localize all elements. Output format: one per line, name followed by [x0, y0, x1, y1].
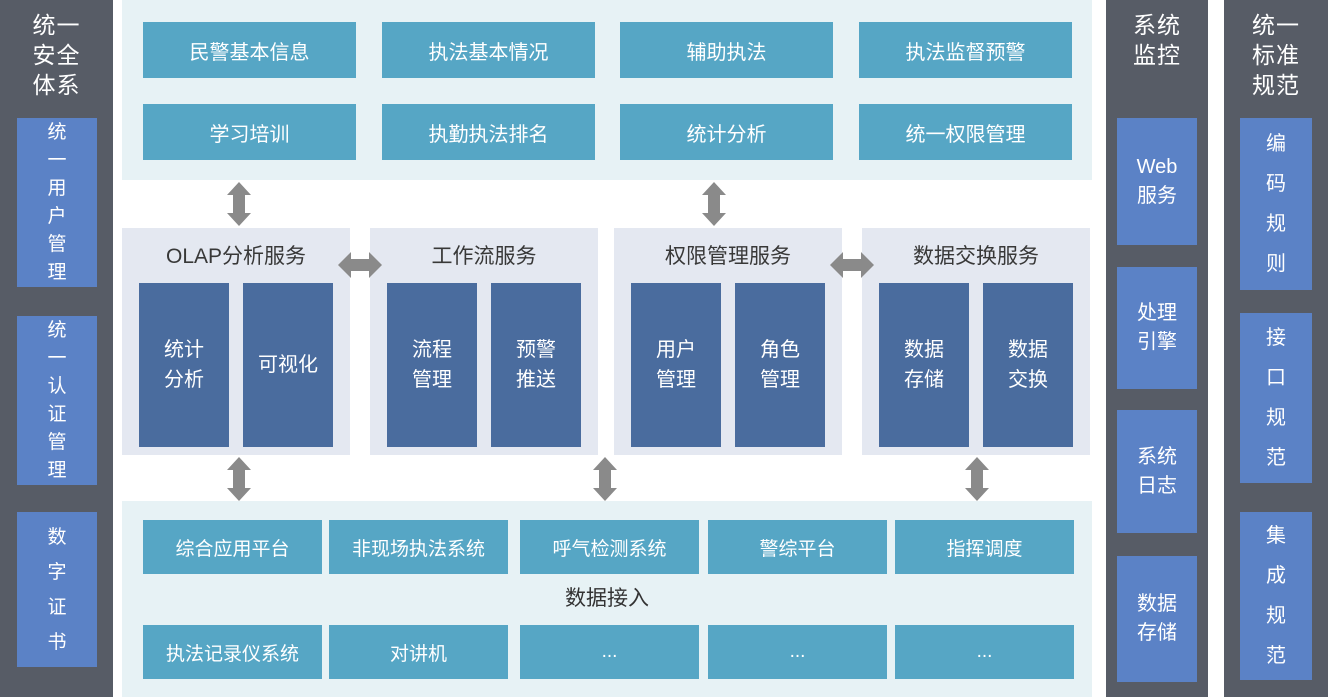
- service-box-statistics: 统计 分析: [139, 283, 229, 447]
- monitor-item-system-log: 系统 日志: [1117, 410, 1197, 533]
- security-sidebar-title: 统一 安全 体系: [32, 12, 81, 98]
- service-panel-workflow: 工作流服务 流程 管理 预警 推送: [370, 228, 598, 455]
- standards-item-interface-spec: 接 口 规 范: [1240, 313, 1312, 483]
- monitor-sidebar: 系统 监控 Web 服务 处理 引擎 系统 日志 数据 存储: [1106, 0, 1208, 697]
- service-box-data-exchange: 数据 交换: [983, 283, 1073, 447]
- service-panel-title: 权限管理服务: [665, 245, 791, 268]
- service-box-visualization: 可视化: [243, 283, 333, 447]
- app-button-learning-training: 学习培训: [143, 104, 356, 160]
- device-button-body-camera: 执法记录仪系统: [143, 625, 322, 679]
- app-button-police-basic-info: 民警基本信息: [143, 22, 356, 78]
- vertical-double-arrow-icon: [593, 457, 617, 501]
- access-button-police-platform: 警综平台: [708, 520, 887, 574]
- service-panel-title: OLAP分析服务: [165, 245, 307, 268]
- service-box-warning-push: 预警 推送: [491, 283, 581, 447]
- device-button-more: ...: [520, 625, 699, 679]
- device-button-more: ...: [708, 625, 887, 679]
- service-box-process-mgmt: 流程 管理: [387, 283, 477, 447]
- app-button-statistics: 统计分析: [620, 104, 833, 160]
- service-panel-data-exchange: 数据交换服务 数据 存储 数据 交换: [862, 228, 1090, 455]
- vertical-double-arrow-icon: [965, 457, 989, 501]
- monitor-item-process-engine: 处理 引擎: [1117, 267, 1197, 389]
- monitor-item-data-storage: 数据 存储: [1117, 556, 1197, 682]
- app-button-enforcement-basic: 执法基本情况: [382, 22, 595, 78]
- app-button-assist-enforcement: 辅助执法: [620, 22, 833, 78]
- app-button-duty-ranking: 执勤执法排名: [382, 104, 595, 160]
- standards-sidebar: 统一 标准 规范 编 码 规 则 接 口 规 范 集 成 规 范: [1224, 0, 1328, 697]
- device-button-intercom: 对讲机: [329, 625, 508, 679]
- vertical-double-arrow-icon: [702, 182, 726, 226]
- access-button-offsite-enforcement: 非现场执法系统: [329, 520, 508, 574]
- service-panel-permission: 权限管理服务 用户 管理 角色 管理: [614, 228, 842, 455]
- monitor-sidebar-title: 系统 监控: [1133, 12, 1181, 68]
- access-button-integrated-platform: 综合应用平台: [143, 520, 322, 574]
- horizontal-double-arrow-icon: [338, 252, 382, 278]
- monitor-item-web-service: Web 服务: [1117, 118, 1197, 245]
- data-access-label: 数据接入: [565, 587, 649, 610]
- application-layer: 民警基本信息 执法基本情况 辅助执法 执法监督预警 学习培训 执勤执法排名 统计…: [122, 0, 1092, 180]
- app-button-supervision-warning: 执法监督预警: [859, 22, 1072, 78]
- service-panel-olap: OLAP分析服务 统计 分析 可视化: [122, 228, 350, 455]
- security-item-digital-certificate: 数 字 证 书: [17, 512, 97, 667]
- vertical-double-arrow-icon: [227, 457, 251, 501]
- horizontal-double-arrow-icon: [830, 252, 874, 278]
- standards-item-coding-rules: 编 码 规 则: [1240, 118, 1312, 290]
- service-box-user-mgmt: 用户 管理: [631, 283, 721, 447]
- standards-item-integration-spec: 集 成 规 范: [1240, 512, 1312, 680]
- service-panel-title: 工作流服务: [431, 245, 537, 268]
- security-item-auth-management: 统 一 认 证 管 理: [17, 316, 97, 485]
- access-button-command-dispatch: 指挥调度: [895, 520, 1074, 574]
- device-button-more: ...: [895, 625, 1074, 679]
- standards-sidebar-title: 统一 标准 规范: [1252, 12, 1300, 98]
- data-access-layer: 综合应用平台 非现场执法系统 呼气检测系统 警综平台 指挥调度 数据接入 执法记…: [122, 501, 1092, 697]
- security-sidebar: 统一 安全 体系 统 一 用 户 管 理 统 一 认 证 管 理 数 字 证 书: [0, 0, 113, 697]
- service-box-data-storage: 数据 存储: [879, 283, 969, 447]
- security-item-user-management: 统 一 用 户 管 理: [17, 118, 97, 287]
- app-button-permission-mgmt: 统一权限管理: [859, 104, 1072, 160]
- service-panel-title: 数据交换服务: [913, 245, 1039, 268]
- access-button-breath-test: 呼气检测系统: [520, 520, 699, 574]
- main-area: 民警基本信息 执法基本情况 辅助执法 执法监督预警 学习培训 执勤执法排名 统计…: [122, 0, 1092, 697]
- service-box-role-mgmt: 角色 管理: [735, 283, 825, 447]
- vertical-double-arrow-icon: [227, 182, 251, 226]
